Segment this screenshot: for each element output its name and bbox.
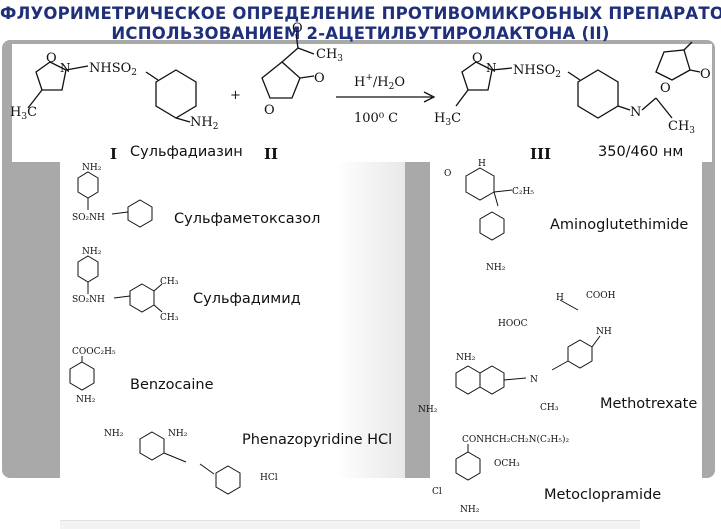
benzene-ring-III	[577, 69, 619, 119]
slide-title-line-1: ФЛУОРИМЕТРИЧЕСКОЕ ОПРЕДЕЛЕНИЕ ПРОТИВОМИК…	[0, 4, 721, 23]
isoxazole-n-III: N	[486, 61, 497, 75]
metoclopramide-ring	[455, 451, 481, 481]
imine-n-III: N	[630, 105, 641, 120]
ring-o-II: O	[264, 103, 275, 118]
pteridine-ring-a	[455, 365, 481, 395]
ch3-label-b: CH₃	[160, 313, 179, 323]
h-label: H	[556, 293, 564, 303]
mtx-phenyl	[567, 339, 593, 369]
nh2-label-r4: NH₂	[460, 505, 480, 515]
label-I: I	[110, 145, 118, 163]
methotrexate-label: Methotrexate	[600, 396, 698, 412]
lactone-ring-III	[655, 49, 691, 81]
isoxazole-o-III: O	[472, 51, 483, 66]
reaction-panel	[12, 44, 712, 162]
pteridine-ring-b	[479, 365, 505, 395]
isoxazole-o-I: O	[46, 51, 57, 66]
isoxazole-ring-I	[35, 61, 67, 91]
carbonyl-o-II: O	[314, 71, 325, 86]
aminoglute-phenyl	[479, 211, 505, 241]
so2nh-label-1: SO₂NH	[72, 213, 105, 223]
ch3-label-a: CH₃	[160, 277, 179, 287]
nh2-label-r2: NH₂	[456, 353, 476, 363]
label-II: II	[264, 145, 279, 163]
hcl-label: HCl	[260, 473, 278, 483]
sulfadiazine-label: Сульфадиазин	[130, 144, 243, 160]
metoclopramide-label: Metoclopramide	[544, 487, 662, 503]
nh2-label-r3: NH₂	[418, 405, 438, 415]
h3c-label-I: H3C	[10, 105, 37, 122]
so2nh-label-2: SO₂NH	[72, 295, 105, 305]
nh2-label-sm5: NH₂	[168, 429, 188, 439]
imide-h-label: H	[478, 159, 486, 169]
sulfamethoxazole-label: Сульфаметоксазол	[174, 211, 321, 227]
imide-o-a: O	[444, 169, 451, 179]
lactone-ring-II	[261, 61, 301, 99]
nh-label: NH	[596, 327, 612, 337]
bottom-strip	[60, 520, 640, 529]
phenazopyridine-label: Phenazopyridine HCl	[242, 432, 393, 448]
benzocaine-label: Benzocaine	[130, 377, 214, 393]
slide-title-line-2: ИСПОЛЬЗОВАНИЕМ 2-АЦЕТИЛБУТИРОЛАКТОНА (II…	[111, 24, 610, 43]
hooc-label: HOOC	[498, 319, 528, 329]
mtx-ch3-label: CH₃	[540, 403, 559, 413]
reagent-label: H+/H2O	[354, 73, 405, 92]
wavelength-label: 350/460 нм	[598, 144, 684, 160]
nhso2-label-III: NHSO2	[513, 63, 561, 80]
plus-sign: +	[230, 88, 241, 103]
sulfa-pyrimidine-1	[127, 199, 153, 228]
nh2-label-sm3: NH₂	[76, 395, 96, 405]
ring-o-III: O	[660, 81, 671, 96]
isoxazole-n-I: N	[60, 61, 71, 75]
mtx-n-label: N	[530, 375, 538, 385]
ch3-label-II: CH3	[316, 47, 343, 64]
cl-label: Cl	[432, 487, 442, 497]
isoxazole-ring-III	[461, 61, 493, 91]
och3-label: OCH₃	[494, 459, 520, 469]
nh2-label-sm2: NH₂	[82, 247, 102, 257]
right-panel	[430, 160, 702, 478]
cooc2h5-label: COOC₂H₅	[72, 347, 116, 357]
nhso2-label-I: NHSO2	[89, 61, 137, 78]
benzocaine-ring	[69, 361, 95, 391]
nh2-label-sm4: NH₂	[104, 429, 124, 439]
nh2-label-sm1: NH₂	[82, 163, 102, 173]
h3c-label-III: H3C	[434, 111, 461, 128]
sulfadimidine-label: Сульфадимид	[193, 291, 301, 307]
carbonyl-o-III: O	[700, 67, 711, 82]
aminoglutethimide-label: Aminoglutethimide	[550, 217, 689, 233]
glutarimide-ring	[465, 167, 495, 201]
reaction-scheme: O N NHSO2 H3C NH2 + CH3 O O O H+/H2O 100…	[10, 21, 711, 136]
phenazo-pyridine-ring	[139, 431, 165, 461]
c2h5-label: C₂H₅	[512, 187, 534, 197]
phenazo-phenyl-ring	[215, 465, 241, 495]
cooh-label: COOH	[586, 291, 616, 301]
ch3-label-III: CH3	[668, 119, 695, 136]
conh-label: CONHCH₂CH₂N(C₂H₅)₂	[462, 434, 570, 445]
nh2-label-r1: NH₂	[486, 263, 506, 273]
temperature-label: 100⁰ C	[354, 111, 398, 126]
ketone-o-II: O	[292, 21, 303, 36]
label-III: III	[530, 145, 552, 163]
nh2-label-I: NH2	[190, 115, 218, 132]
